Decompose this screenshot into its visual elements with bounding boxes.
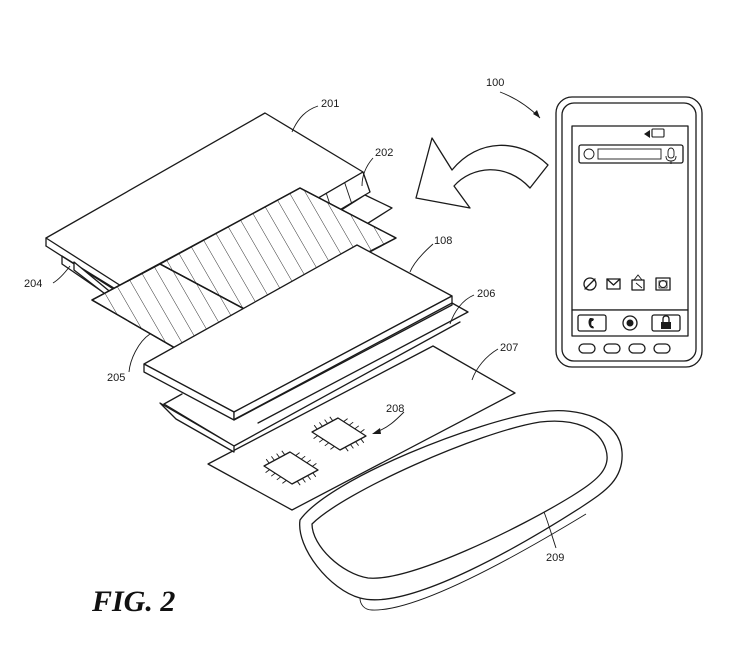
label-205: 205 — [107, 372, 125, 384]
chips-208 — [263, 416, 367, 486]
device-100 — [555, 96, 703, 368]
home-icon — [622, 315, 638, 331]
label-202: 202 — [375, 147, 393, 159]
app-icons — [583, 274, 671, 291]
layer-205-hatched — [91, 187, 397, 353]
dock — [571, 309, 689, 337]
circle-slash-icon — [583, 277, 597, 291]
label-207: 207 — [500, 342, 518, 354]
leader-lines — [52, 91, 557, 549]
envelope-icon — [606, 278, 621, 290]
label-201: 201 — [321, 98, 339, 110]
housing-209 — [299, 410, 623, 611]
label-208: 208 — [386, 403, 404, 415]
reference-labels: 100 201 202 108 204 206 207 205 208 209 — [24, 77, 564, 564]
phone-icon — [588, 318, 594, 329]
figure-caption: FIG. 2 — [91, 585, 175, 618]
label-100: 100 — [486, 77, 504, 89]
label-209: 209 — [546, 552, 564, 564]
layer-108-display — [143, 244, 453, 421]
search-bar — [578, 144, 684, 164]
shopping-bag-icon — [631, 274, 645, 291]
home-button — [622, 315, 638, 331]
chip-b — [263, 450, 319, 486]
camera-icon — [655, 277, 671, 291]
hardware-buttons — [578, 343, 671, 354]
status-bar — [644, 128, 665, 138]
lock-button — [651, 314, 681, 332]
chip-a — [311, 416, 367, 452]
curved-arrow — [415, 137, 549, 209]
phone-button — [577, 314, 607, 332]
lock-icon — [661, 315, 671, 329]
label-206: 206 — [477, 288, 495, 300]
label-204: 204 — [24, 278, 42, 290]
label-108: 108 — [434, 235, 452, 247]
